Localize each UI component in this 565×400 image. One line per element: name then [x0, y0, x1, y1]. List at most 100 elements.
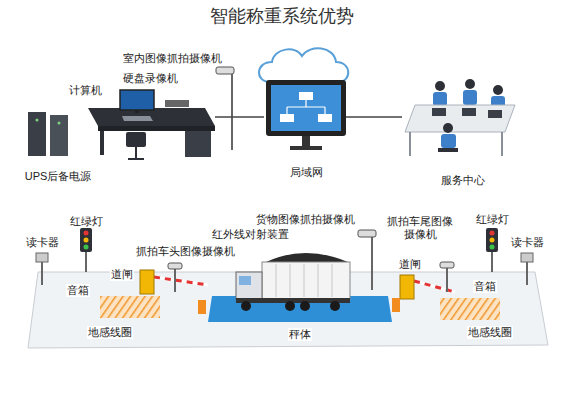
part-label: 读卡器: [510, 236, 545, 249]
person-body: [463, 90, 477, 105]
desk-drawer: [185, 131, 211, 157]
part-label: 局域网: [289, 166, 324, 179]
laptop: [462, 108, 476, 116]
ups-power: [28, 112, 68, 156]
container-ribs: [276, 264, 332, 297]
network-wire: [346, 116, 402, 118]
monitor-stand: [302, 136, 310, 146]
part-label: 抓拍车头图像摄像机: [135, 245, 236, 258]
part-label: 读卡器: [25, 236, 60, 249]
network-wire: [215, 116, 264, 118]
green-light: [84, 245, 89, 250]
part-label: 红绿灯: [475, 213, 510, 226]
monitor-screen: [271, 85, 341, 131]
infrared-sensor: [392, 298, 400, 312]
cargo-camera: [358, 230, 376, 290]
chair-leg: [135, 147, 137, 158]
truck: [236, 253, 350, 311]
gate-box: [140, 270, 154, 294]
ups-tower: [28, 112, 46, 156]
part-label: 道闸: [398, 258, 422, 271]
coal-load: [266, 253, 348, 262]
light-box: [80, 228, 92, 252]
induction-coil: [100, 296, 160, 318]
head-camera: [168, 263, 182, 292]
part-label: 道闸: [110, 268, 134, 281]
barrier-gate: [140, 270, 208, 294]
part-label: 地感线圈: [87, 326, 133, 339]
ups-light: [36, 119, 39, 122]
camera-body: [358, 230, 376, 237]
service-center: [405, 79, 515, 156]
part-label: 抓拍车尾图像摄像机: [386, 215, 454, 241]
wheel: [285, 301, 295, 311]
part-label: 计算机: [68, 84, 103, 97]
reader-post: [526, 261, 528, 285]
card-reader: [521, 253, 533, 285]
light-box: [486, 228, 498, 252]
person-head: [465, 79, 475, 89]
dvr-box: [165, 100, 189, 107]
laptop: [432, 108, 446, 116]
laptop: [488, 110, 502, 118]
office-chair: [126, 132, 146, 147]
person-body: [441, 134, 456, 148]
flow-icon: [280, 114, 294, 122]
light-pole: [491, 252, 493, 272]
cloud: [259, 48, 348, 82]
table-leg: [409, 132, 411, 156]
ups-light: [58, 122, 61, 125]
scale-body: [208, 296, 392, 322]
table-leg: [501, 132, 503, 156]
indoor-camera: [216, 67, 234, 150]
card-reader: [36, 253, 48, 285]
induction-coil: [440, 298, 500, 320]
part-label: 红外线对射装置: [211, 228, 290, 241]
truck-cab: [236, 272, 262, 299]
wheel: [241, 301, 251, 311]
yellow-light: [490, 238, 495, 243]
meeting-table: [405, 105, 515, 132]
camera-body: [168, 263, 182, 269]
chair-base: [128, 158, 144, 160]
monitor-frame: [266, 80, 346, 136]
cab-window: [239, 276, 251, 285]
barrier-arm: [414, 281, 455, 292]
flow-icon: [299, 92, 313, 100]
part-label: 音箱: [66, 284, 90, 297]
camera-pole: [446, 268, 448, 292]
chair: [438, 148, 458, 152]
camera-body: [216, 67, 234, 74]
person-body: [433, 92, 447, 106]
traffic-light: [80, 228, 92, 272]
keyboard: [122, 116, 153, 121]
part-label: 音箱: [473, 280, 497, 293]
rear-camera: [440, 262, 454, 292]
person-head: [443, 123, 453, 133]
part-label: 服务中心: [440, 174, 486, 187]
reader-box: [36, 253, 48, 262]
monitor-stand: [135, 110, 139, 113]
camera-pole: [371, 237, 373, 290]
wheel: [330, 301, 340, 311]
gate-box: [400, 275, 414, 299]
part-label: UPS后备电源: [24, 170, 93, 183]
part-label: 秤体: [288, 328, 312, 341]
part-label: 红绿灯: [69, 215, 104, 228]
office-desk: [88, 90, 215, 159]
infrared-sensor: [198, 300, 206, 314]
desk-leg: [100, 131, 104, 155]
computer-monitor: [120, 90, 154, 110]
green-light: [490, 245, 495, 250]
barrier-arm: [154, 277, 208, 285]
light-pole: [85, 252, 87, 272]
part-label: 室内图像抓拍摄像机: [122, 52, 223, 65]
red-light: [84, 231, 89, 236]
camera-pole: [174, 269, 176, 292]
traffic-light: [486, 228, 498, 272]
person-head: [493, 85, 503, 95]
reader-post: [41, 261, 43, 285]
container: [262, 262, 350, 299]
person-head: [435, 81, 445, 91]
